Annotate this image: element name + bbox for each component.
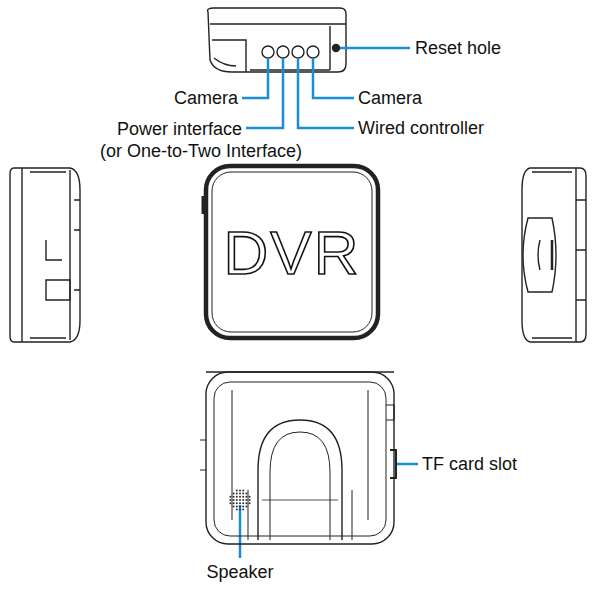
speaker-hole bbox=[239, 489, 241, 491]
speaker-hole bbox=[233, 499, 235, 501]
speaker-hole bbox=[239, 509, 241, 511]
speaker-hole bbox=[236, 493, 238, 495]
speaker-hole bbox=[242, 502, 244, 504]
speaker-hole bbox=[242, 493, 244, 495]
speaker-hole bbox=[239, 496, 241, 498]
speaker-hole bbox=[229, 499, 231, 501]
speaker-hole bbox=[242, 499, 244, 501]
speaker-hole bbox=[236, 499, 238, 501]
speaker-hole bbox=[239, 493, 241, 495]
speaker-hole bbox=[233, 496, 235, 498]
speaker-hole bbox=[239, 499, 241, 501]
part-label: Wired controller bbox=[358, 117, 484, 139]
speaker-hole bbox=[245, 502, 247, 504]
dvr-front-panel: DVR bbox=[212, 172, 372, 332]
speaker-hole bbox=[229, 496, 231, 498]
part-label: Speaker bbox=[206, 561, 273, 583]
speaker-grille bbox=[229, 489, 250, 510]
speaker-hole bbox=[233, 493, 235, 495]
speaker-hole bbox=[242, 509, 244, 511]
speaker-hole bbox=[236, 489, 238, 491]
speaker-hole bbox=[245, 499, 247, 501]
speaker-hole bbox=[245, 496, 247, 498]
speaker-hole bbox=[229, 502, 231, 504]
bottom-view bbox=[200, 372, 396, 544]
speaker-hole bbox=[236, 505, 238, 507]
part-label: Camera bbox=[358, 87, 422, 109]
speaker-hole bbox=[236, 509, 238, 511]
device-label: DVR bbox=[224, 217, 361, 288]
speaker-hole bbox=[245, 505, 247, 507]
part-label: Reset hole bbox=[415, 37, 501, 59]
speaker-hole bbox=[242, 489, 244, 491]
speaker-hole bbox=[242, 496, 244, 498]
front-view bbox=[203, 166, 378, 338]
left-side-view bbox=[10, 168, 80, 342]
speaker-hole bbox=[249, 496, 251, 498]
speaker-hole bbox=[233, 502, 235, 504]
speaker-hole bbox=[233, 505, 235, 507]
speaker-hole bbox=[236, 496, 238, 498]
speaker-hole bbox=[249, 499, 251, 501]
speaker-hole bbox=[242, 505, 244, 507]
right-side-view bbox=[522, 168, 586, 342]
part-label: TF card slot bbox=[422, 453, 517, 475]
speaker-hole bbox=[239, 505, 241, 507]
top-view bbox=[208, 8, 346, 72]
part-label: Camera bbox=[174, 87, 238, 109]
speaker-hole bbox=[245, 493, 247, 495]
speaker-hole bbox=[249, 502, 251, 504]
speaker-hole bbox=[236, 502, 238, 504]
part-label: Power interface (or One-to-Two Interface… bbox=[92, 118, 302, 162]
speaker-hole bbox=[239, 502, 241, 504]
